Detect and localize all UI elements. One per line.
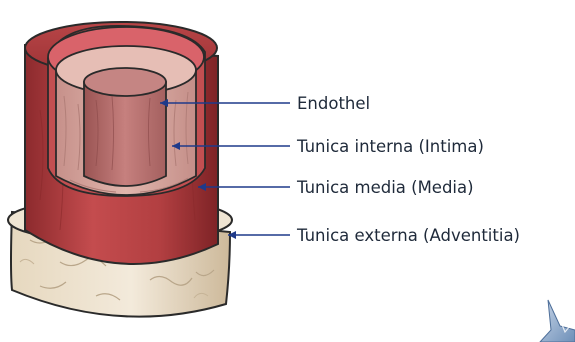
label-adventitia: Tunica externa (Adventitia) <box>296 226 520 245</box>
label-intima: Tunica interna (Intima) <box>296 137 484 156</box>
label-endothel: Endothel <box>297 94 370 113</box>
endothel-layer <box>84 68 166 186</box>
star-logo-icon <box>540 300 575 342</box>
label-media: Tunica media (Media) <box>296 178 474 197</box>
